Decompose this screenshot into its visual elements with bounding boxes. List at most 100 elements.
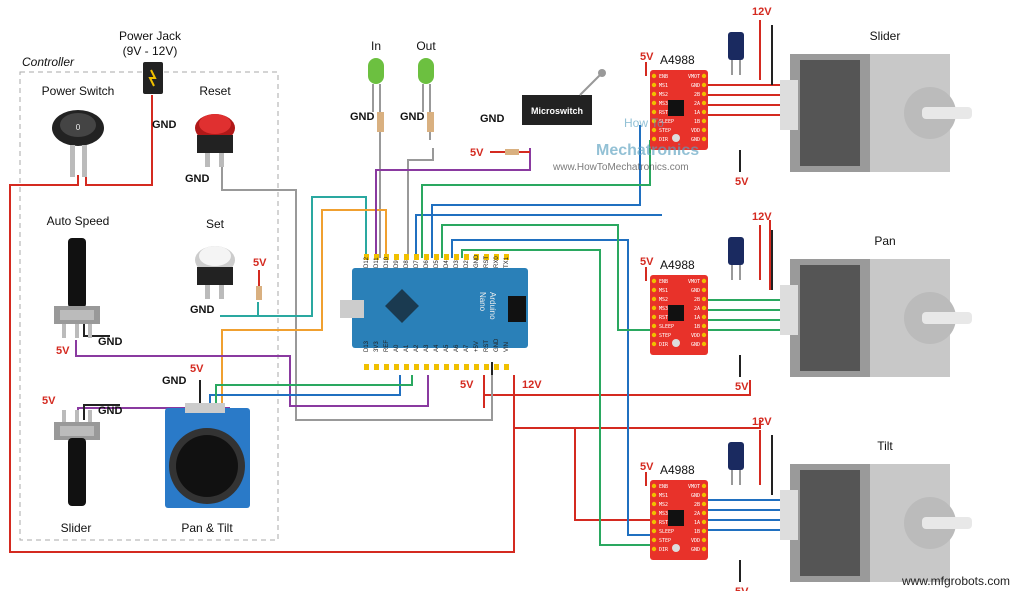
driver-pin-left: ENB [659,279,668,285]
driver-pin-right: VMOT [688,74,700,80]
arduino-top-pin-label: D4 [444,260,450,268]
arduino-name2: Nano [478,292,487,312]
microswitch-gnd: GND [480,113,505,125]
driver-pin-right: GND [691,342,700,348]
arduino-top-pin-label: GND [474,254,480,268]
driver-pin-left: STEP [659,128,671,134]
arduino-top-pin [494,254,499,260]
microswitch-5v: 5V [470,147,484,159]
power-switch[interactable]: Power Switch 0 [42,84,115,177]
arduino-bottom-pin-label: A2 [414,344,420,352]
arduino-top-pin-label: D5 [434,260,440,268]
arduino-5v: 5V [460,379,474,391]
driver-5v-top: 5V [640,256,654,268]
driver-pin-left: STEP [659,333,671,339]
driver-pin-left: SLEEP [659,324,674,330]
leds: In Out GND GND [350,39,436,140]
driver-5v-bottom: 5V [735,381,749,393]
driver-pin-right: 1A [694,520,700,526]
arduino-top-pin-label: D10 [384,256,390,268]
arduino-top-pin-label: D2 [464,260,470,268]
arduino-bottom-pin-label: A7 [464,344,470,352]
arduino-top-pin [364,254,369,260]
arduino-top-pin [474,254,479,260]
driver-pin-right: GND [691,493,700,499]
driver-pin-left: DIR [659,342,669,348]
driver-pin-right: VMOT [688,279,700,285]
power-switch-title: Power Switch [42,84,115,98]
watermark-url: www.HowToMechatronics.com [552,162,689,173]
driver-pin-right: 1B [694,119,700,125]
arduino-bottom-pin [454,364,459,370]
auto-speed-potentiometer[interactable]: Auto Speed 5V GND [47,214,123,357]
power-jack-sub: (9V - 12V) [123,44,178,58]
lightning-icon [148,69,157,87]
driver-pin-right: 2A [694,101,700,107]
arduino-bottom-pin-label: REF [384,340,390,352]
driver-pin-left: DIR [659,547,669,553]
capacitor [728,32,744,60]
arduino-top-pin [464,254,469,260]
reset-gnd: GND [185,173,210,185]
power-switch-mark: 0 [76,123,81,132]
driver-pin-left: RST [659,110,668,116]
driver-pin-left: SLEEP [659,529,674,535]
arduino-bottom-pin-label: +5V [474,341,480,352]
driver-pin-right: VMOT [688,484,700,490]
driver-5v-top: 5V [640,461,654,473]
arduino-top-pin [444,254,449,260]
power-jack: Power Jack (9V - 12V) GND [119,29,182,131]
arduino-top-pin-label: D3 [454,260,460,268]
auto-speed-5v: 5V [56,345,70,357]
driver-5v-top: 5V [640,51,654,63]
arduino-top-pin-label: D8 [404,260,410,268]
arduino-top-pin-label: RST [484,256,490,268]
led-in-label: In [371,39,381,53]
arduino-bottom-pin [474,364,479,370]
slider-potentiometer[interactable]: 5V GND Slider [42,395,123,535]
reset-button[interactable]: Reset GND [185,84,235,185]
arduino-bottom-pin [384,364,389,370]
slider-pot-5v: 5V [42,395,56,407]
microswitch-title: Microswitch [531,106,583,116]
driver-pin-left: SLEEP [659,119,674,125]
driver-pin-left: MS1 [659,288,668,294]
driver-pin-right: 1A [694,315,700,321]
capacitor [728,442,744,470]
controller-title: Controller [22,55,75,69]
driver-pin-left: MS2 [659,92,668,98]
arduino-top-pin-label: D11 [374,257,380,268]
capacitor [728,237,744,265]
arduino-bottom-pin [444,364,449,370]
driver-pin-left: MS2 [659,297,668,303]
driver-pin-right: 2A [694,306,700,312]
driver-5v-bottom: 5V [735,586,749,591]
arduino-top-pin-label: TX1 [504,256,510,268]
pan-tilt-joystick[interactable]: GND 5V Pan & Tilt [162,363,250,535]
driver-pin-left: MS1 [659,83,668,89]
stepper-motor: Tilt [780,439,972,582]
motor-title: Tilt [877,439,893,453]
driver-12v: 12V [752,416,772,428]
microswitch[interactable]: Microswitch GND 5V [470,69,606,159]
arduino-top-pin [484,254,489,260]
driver-pin-left: MS3 [659,306,668,312]
driver-12v: 12V [752,6,772,18]
slider-pot-title: Slider [61,521,92,535]
arduino-bottom-pin [484,364,489,370]
arduino-bottom-pin [404,364,409,370]
joystick-5v: 5V [190,363,204,375]
driver-pin-right: 2B [694,92,700,98]
arduino-bottom-pin-label: A0 [394,344,400,352]
arduino-top-pin-label: D6 [424,260,430,268]
arduino-bottom-pin-label: A3 [424,344,430,352]
driver-pin-left: MS2 [659,502,668,508]
arduino-bottom-pin-label: RST [484,340,490,352]
set-button[interactable]: Set GND 5V [190,217,267,316]
driver-pin-right: 2A [694,511,700,517]
stepper-motor: Pan [780,234,972,377]
